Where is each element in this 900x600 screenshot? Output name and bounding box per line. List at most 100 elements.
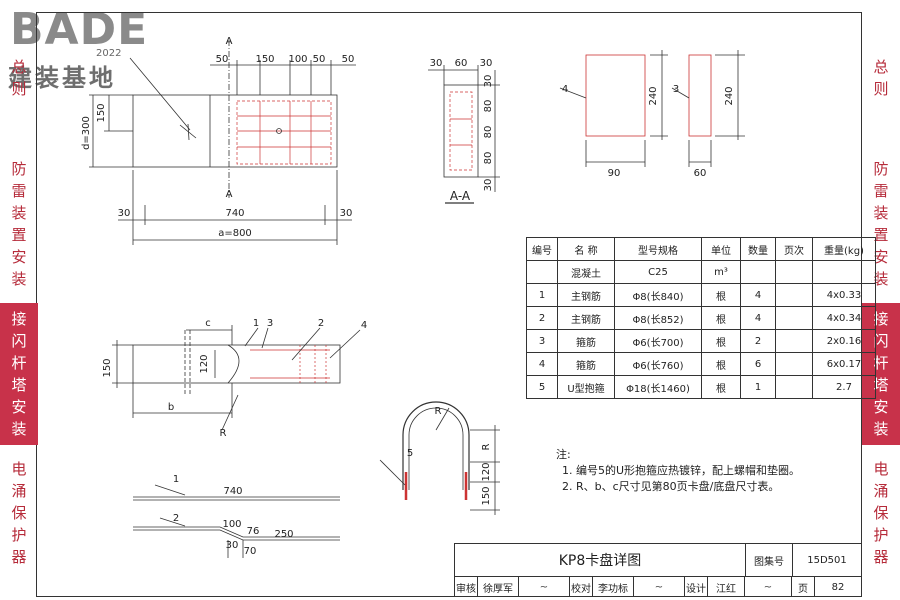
check-name: 李功标 bbox=[593, 577, 634, 597]
table-cell: 4x0.34 bbox=[812, 306, 876, 330]
elevation-h120: 120 bbox=[199, 354, 210, 373]
shape2-d30: 30 bbox=[226, 540, 239, 551]
plan-dim-top-4: 50 bbox=[313, 54, 326, 65]
table-cell: U型抱箍 bbox=[557, 375, 615, 399]
table-cell: 根 bbox=[701, 306, 741, 330]
ubolt-d150: 150 bbox=[481, 486, 492, 505]
section-dim-right-3: 80 bbox=[483, 126, 494, 139]
table-cell bbox=[775, 260, 813, 284]
section-dim-right-1: 30 bbox=[483, 75, 494, 88]
check-signature: ~ bbox=[634, 577, 685, 597]
table-cell: 4x0.33 bbox=[812, 283, 876, 307]
plan-section-mark-bottom: A bbox=[226, 189, 233, 200]
plan-rebar bbox=[236, 100, 332, 165]
logo-cn: 建装基地 bbox=[8, 64, 116, 92]
review-name: 徐厚军 bbox=[478, 577, 519, 597]
table-cell: 主钢筋 bbox=[557, 283, 615, 307]
design-label: 设计 bbox=[685, 577, 708, 597]
table-cell: 1 bbox=[740, 375, 776, 399]
notes: 注: 1. 编号5的U形抱箍应热镀锌，配上螺帽和垫圈。 2. R、b、c尺寸见第… bbox=[556, 447, 800, 495]
shape1-length: 740 bbox=[223, 486, 242, 497]
table-cell: 2.7 bbox=[812, 375, 876, 399]
side-tab-2[interactable]: 防雷装置安装 bbox=[11, 160, 27, 288]
side-tab-4[interactable]: 电涌保护器 bbox=[11, 460, 27, 566]
table-cell: 1 bbox=[526, 283, 558, 307]
table-header-cell: 重量(kg) bbox=[812, 237, 876, 261]
table-header-cell: 编号 bbox=[526, 237, 558, 261]
plan-dim-d: d=300 bbox=[81, 116, 92, 150]
shape2-d100: 100 bbox=[222, 519, 241, 530]
plan-dim-740: 740 bbox=[225, 208, 244, 219]
table-cell: Φ8(长840) bbox=[614, 283, 702, 307]
table-cell: 根 bbox=[701, 352, 741, 376]
bar4-label: 4 bbox=[562, 84, 568, 95]
section-dim-right-2: 80 bbox=[483, 100, 494, 113]
table-cell: m³ bbox=[701, 260, 741, 284]
ubolt-r2: R bbox=[481, 443, 492, 450]
table-cell bbox=[775, 329, 813, 353]
table-cell bbox=[775, 375, 813, 399]
elevation-n1: 1 bbox=[253, 318, 259, 329]
bar3-label: 3 bbox=[673, 84, 679, 95]
side-tab-4[interactable]: 电涌保护器 bbox=[873, 460, 889, 566]
atlas-label: 图集号 bbox=[746, 544, 793, 577]
ubolt-n5: 5 bbox=[407, 448, 413, 459]
ubolt-d120: 120 bbox=[481, 462, 492, 481]
table-cell bbox=[526, 260, 558, 284]
table-header-cell: 名 称 bbox=[557, 237, 615, 261]
side-tab-2[interactable]: 防雷装置安装 bbox=[873, 160, 889, 288]
plan-dim-150: 150 bbox=[96, 103, 107, 122]
atlas-number: 15D501 bbox=[793, 544, 861, 577]
table-cell: 5 bbox=[526, 375, 558, 399]
table-header-cell: 数量 bbox=[740, 237, 776, 261]
review-label: 审核 bbox=[455, 577, 478, 597]
plan-dim-top-3: 100 bbox=[288, 54, 307, 65]
note-1: 1. 编号5的U形抱箍应热镀锌，配上螺帽和垫圈。 bbox=[562, 464, 801, 477]
design-signature: ~ bbox=[745, 577, 792, 597]
section-dim-right-5: 30 bbox=[483, 179, 494, 192]
ubolt-r1: R bbox=[435, 406, 442, 417]
table-cell: 混凝土 bbox=[557, 260, 615, 284]
side-tab-1[interactable]: 总则 bbox=[11, 58, 27, 98]
shape2-d70: 70 bbox=[244, 546, 257, 557]
plan-dim-a: a=800 bbox=[218, 228, 252, 239]
page-label: 页 bbox=[792, 577, 815, 597]
table-cell: 6 bbox=[740, 352, 776, 376]
table-cell: 根 bbox=[701, 375, 741, 399]
elevation-c: c bbox=[205, 318, 211, 329]
shape2-d250: 250 bbox=[274, 529, 293, 540]
table-cell: 2x0.16 bbox=[812, 329, 876, 353]
note-2: 2. R、b、c尺寸见第80页卡盘/底盘尺寸表。 bbox=[562, 480, 780, 493]
page-number: 82 bbox=[831, 581, 845, 593]
shape2-d76: 76 bbox=[247, 526, 260, 537]
table-header-cell: 型号规格 bbox=[614, 237, 702, 261]
table-cell: 箍筋 bbox=[557, 329, 615, 353]
table-cell bbox=[812, 260, 876, 284]
title-block: KP8卡盘详图 图集号 15D501 审核 徐厚军 ~ 校对 李功标 ~ 设计 … bbox=[454, 543, 862, 597]
bar3-width: 60 bbox=[694, 168, 707, 179]
section-dim-top-3: 30 bbox=[480, 58, 493, 69]
section-label: A-A bbox=[450, 189, 471, 203]
table-header-row: 编号名 称型号规格单位数量页次重量(kg) bbox=[526, 237, 876, 261]
elevation-n3: 3 bbox=[267, 318, 273, 329]
drawing-title: KP8卡盘详图 bbox=[455, 544, 746, 577]
logo-year: 2022 bbox=[96, 48, 122, 59]
notes-title: 注: bbox=[556, 448, 571, 461]
table-cell bbox=[775, 352, 813, 376]
table-cell bbox=[775, 306, 813, 330]
table-cell: 4 bbox=[740, 306, 776, 330]
table-cell: 4 bbox=[740, 283, 776, 307]
plan-dim-top-1: 50 bbox=[216, 54, 229, 65]
table-cell: C25 bbox=[614, 260, 702, 284]
side-tab-3[interactable]: 接闪杆塔安装 bbox=[0, 303, 38, 445]
shape2-label: 2 bbox=[173, 513, 179, 524]
bar4-height: 240 bbox=[648, 86, 659, 105]
side-tab-1[interactable]: 总则 bbox=[873, 58, 889, 98]
table-cell: 6x0.17 bbox=[812, 352, 876, 376]
elevation-n4: 4 bbox=[361, 320, 367, 331]
elevation-h150: 150 bbox=[102, 358, 113, 377]
table-cell: Φ6(长700) bbox=[614, 329, 702, 353]
